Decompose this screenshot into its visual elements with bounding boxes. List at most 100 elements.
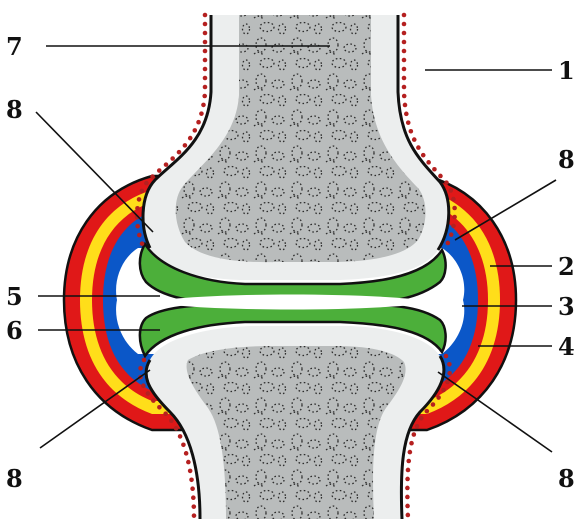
periosteum-dot [188,136,193,141]
periosteum-dot [451,197,456,202]
periosteum-dot [406,120,411,125]
periosteum-dot [404,112,409,117]
periosteum-dot [402,49,407,54]
periosteum-dot [412,432,417,437]
periosteum-dot [402,94,407,99]
periosteum-dot [426,160,431,165]
periosteum-dot [203,40,208,45]
periosteum-dot [406,468,411,473]
periosteum-dot [192,513,197,518]
periosteum-dot [451,224,456,229]
periosteum-dot [188,469,193,474]
periosteum-dot [447,362,452,367]
periosteum-dot [203,13,208,18]
periosteum-dot [402,31,407,36]
periosteum-dot [415,424,420,429]
periosteum-dot [416,145,421,150]
periosteum-dot [448,188,453,193]
periosteum-dot [177,150,182,155]
label-6: 6 [6,316,23,345]
periosteum-dot [402,22,407,27]
label-1: 1 [558,56,575,85]
periosteum-dot [201,103,206,108]
periosteum-dot [150,174,155,179]
periosteum-dot [452,206,457,211]
periosteum-dot [402,85,407,90]
periosteum-dot [441,388,446,393]
periosteum-dot [444,354,449,359]
periosteum-dot [447,371,452,376]
periosteum-dot [138,366,143,371]
periosteum-dot [203,49,208,54]
periosteum-dot [408,450,413,455]
periosteum-dot [402,13,407,18]
periosteum-dot [406,459,411,464]
periosteum-dot [405,486,410,491]
periosteum-dot [196,120,201,125]
periosteum-dot [191,495,196,500]
periosteum-dot [203,67,208,72]
periosteum-dot [183,143,188,148]
periosteum-dot [412,137,417,142]
periosteum-dot [449,232,454,237]
periosteum-dot [403,103,408,108]
periosteum-dot [191,504,196,509]
periosteum-dot [135,224,140,229]
periosteum-dot [137,233,142,238]
periosteum-dot [402,67,407,72]
label-4: 4 [558,332,575,361]
periosteum-dot [409,441,414,446]
label-2: 2 [558,252,575,281]
periosteum-dot [181,442,186,447]
periosteum-dot [190,486,195,491]
label-5: 5 [6,282,23,311]
periosteum-dot [169,418,174,423]
periosteum-dot [140,241,145,246]
periosteum-dot [409,129,414,134]
periosteum-dot [141,383,146,388]
periosteum-dot [178,434,183,439]
periosteum-dot [146,391,151,396]
periosteum-dot [144,181,149,186]
periosteum-dot [406,513,411,518]
periosteum-dot [193,128,198,133]
periosteum-dot [184,451,189,456]
periosteum-dot [151,398,156,403]
periosteum-dot [432,167,437,172]
periosteum-dot [203,85,208,90]
periosteum-dot [186,460,191,465]
label-8-lower-left: 8 [6,464,23,493]
label-3: 3 [558,292,575,321]
periosteum-dot [402,40,407,45]
upper-bone [143,15,449,280]
periosteum-dot [203,58,208,63]
periosteum-dot [405,477,410,482]
periosteum-dot [452,215,457,220]
periosteum-dot [402,58,407,63]
periosteum-dot [405,504,410,509]
periosteum-dot [164,162,169,167]
periosteum-dot [157,168,162,173]
periosteum-dot [157,405,162,410]
periosteum-dot [425,409,430,414]
periosteum-dot [137,197,142,202]
periosteum-dot [203,31,208,36]
periosteum-dot [444,180,449,185]
periosteum-dot [203,76,208,81]
periosteum-dot [202,94,207,99]
periosteum-dot [142,358,147,363]
periosteum-dot [170,156,175,161]
periosteum-dot [402,76,407,81]
label-8-upper-right: 8 [558,145,575,174]
label-8-upper-left: 8 [6,95,23,124]
periosteum-dot [436,395,441,400]
periosteum-dot [163,411,168,416]
periosteum-dot [203,22,208,27]
periosteum-dot [174,426,179,431]
label-8-lower-right: 8 [558,464,575,493]
periosteum-dot [189,477,194,482]
periosteum-dot [199,111,204,116]
periosteum-dot [438,174,443,179]
